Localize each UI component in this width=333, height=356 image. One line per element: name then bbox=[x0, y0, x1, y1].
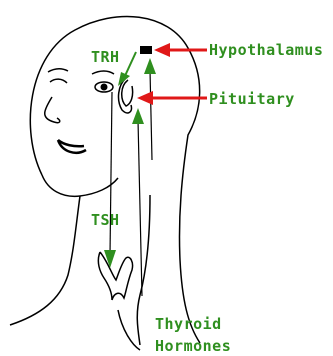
pituitary-pointer-head bbox=[137, 91, 153, 105]
thyroid-gland bbox=[98, 252, 132, 300]
pupil-right bbox=[101, 84, 108, 91]
trh-label: TRH bbox=[91, 48, 120, 66]
trh-arrow-line bbox=[124, 52, 136, 78]
tsh-arrowhead bbox=[104, 250, 116, 268]
feedback-line-hypothalamus bbox=[150, 70, 152, 160]
tsh-path-line bbox=[110, 92, 112, 255]
jaw-outline bbox=[42, 175, 118, 196]
hypothalamus-label: Hypothalamus bbox=[209, 41, 323, 59]
eye-left bbox=[50, 79, 67, 83]
tsh-label: TSH bbox=[91, 211, 120, 229]
feedback-arrowhead-hypothalamus bbox=[144, 58, 156, 74]
eyebrow-right bbox=[92, 71, 114, 74]
neck-front bbox=[10, 196, 80, 325]
thyroid-hormones-label-line1: Thyroid bbox=[155, 315, 222, 333]
mouth-outline bbox=[58, 140, 86, 153]
neck-back bbox=[137, 195, 150, 345]
hypothalamus-marker bbox=[140, 46, 152, 54]
nose-outline bbox=[45, 97, 60, 123]
pituitary-label: Pituitary bbox=[209, 90, 295, 108]
eyebrow-left bbox=[48, 69, 68, 72]
hypothalamus-pointer-head bbox=[154, 43, 170, 57]
feedback-line-pituitary bbox=[138, 120, 142, 296]
thyroid-hormones-label-line2: Hormones bbox=[155, 337, 231, 355]
pituitary-gland bbox=[122, 80, 133, 106]
feedback-arrowhead-pituitary bbox=[132, 108, 144, 124]
